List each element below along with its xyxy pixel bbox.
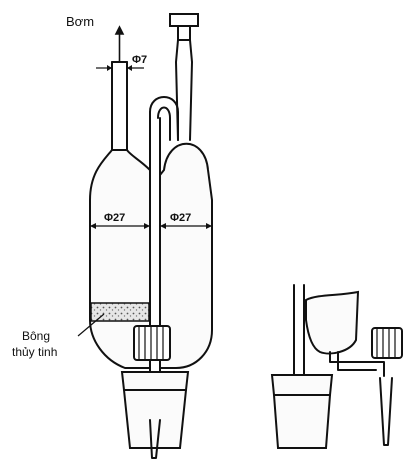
top-stopcock: [169, 13, 199, 141]
right-cylinder: [159, 142, 213, 369]
detail-drip-tip: [379, 377, 393, 446]
pump-outlet-tube: [111, 25, 128, 151]
label-glass-wool-1: Bông: [22, 329, 50, 343]
label-tube-diameter: Φ7: [132, 54, 147, 66]
label-left-diameter: Φ27: [104, 212, 125, 224]
dimension-right: [160, 223, 212, 229]
label-right-diameter: Φ27: [170, 212, 191, 224]
dimension-left: [90, 223, 150, 229]
label-glass-wool-2: thủy tinh: [12, 345, 57, 359]
bottom-joint: [120, 371, 190, 449]
siphon-tube: [149, 96, 179, 141]
main-apparatus: [89, 13, 213, 459]
detail-apparatus: [270, 284, 403, 449]
lower-stopcock: [133, 325, 171, 361]
detail-stopcock: [371, 327, 403, 359]
detail-cup: [305, 290, 360, 355]
glass-wool-leader: [77, 313, 105, 337]
dimension-tube: [96, 65, 144, 71]
drip-tip: [149, 419, 161, 459]
detail-joint: [270, 374, 334, 449]
label-pump: Bơm: [66, 14, 94, 29]
glass-wool-layer: [90, 302, 150, 322]
